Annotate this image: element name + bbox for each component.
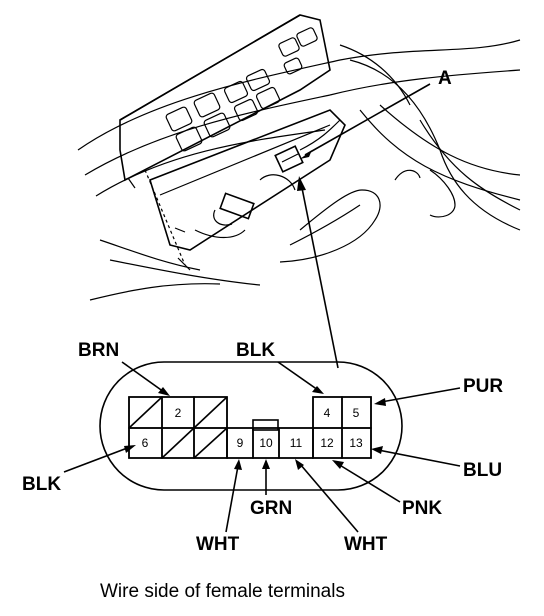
wire-callouts: BRN BLK PUR BLK BLU PNK GRN WHT WHT [22, 340, 503, 555]
connector-a-housing [274, 145, 304, 173]
callout-a-label: A [438, 68, 452, 89]
terminal-11-number: 11 [290, 436, 303, 450]
connector-key [252, 419, 279, 431]
window-switches [165, 27, 318, 152]
door-panel-illustration [77, 14, 521, 301]
terminal-5-number: 5 [353, 406, 360, 420]
wire-label-pur: PUR [463, 376, 503, 397]
connector-face: 2 4 5 6 9 10 11 12 13 [99, 361, 403, 491]
wire-label-wht-left: WHT [196, 534, 240, 555]
terminal-9-number: 9 [237, 436, 244, 450]
wire-label-blu: BLU [463, 460, 502, 481]
wire-label-wht-right: WHT [344, 534, 388, 555]
wire-label-grn: GRN [250, 498, 292, 519]
terminal-12-number: 12 [320, 436, 334, 450]
terminal-2-number: 2 [175, 406, 182, 420]
terminal-13-number: 13 [349, 436, 363, 450]
second-connector [213, 192, 255, 226]
wire-label-blk-top: BLK [236, 340, 275, 361]
connector-leader [301, 187, 339, 369]
terminal-10-number: 10 [259, 436, 273, 450]
callout-a-leader [304, 83, 431, 156]
terminal-4-number: 4 [324, 406, 331, 420]
wire-label-brn: BRN [78, 340, 119, 361]
wire-label-pnk: PNK [402, 498, 442, 519]
wire-label-blk-left: BLK [22, 474, 61, 495]
terminal-6-number: 6 [142, 436, 149, 450]
diagram-caption: Wire side of female terminals [100, 581, 345, 602]
terminal-13 [341, 427, 372, 459]
